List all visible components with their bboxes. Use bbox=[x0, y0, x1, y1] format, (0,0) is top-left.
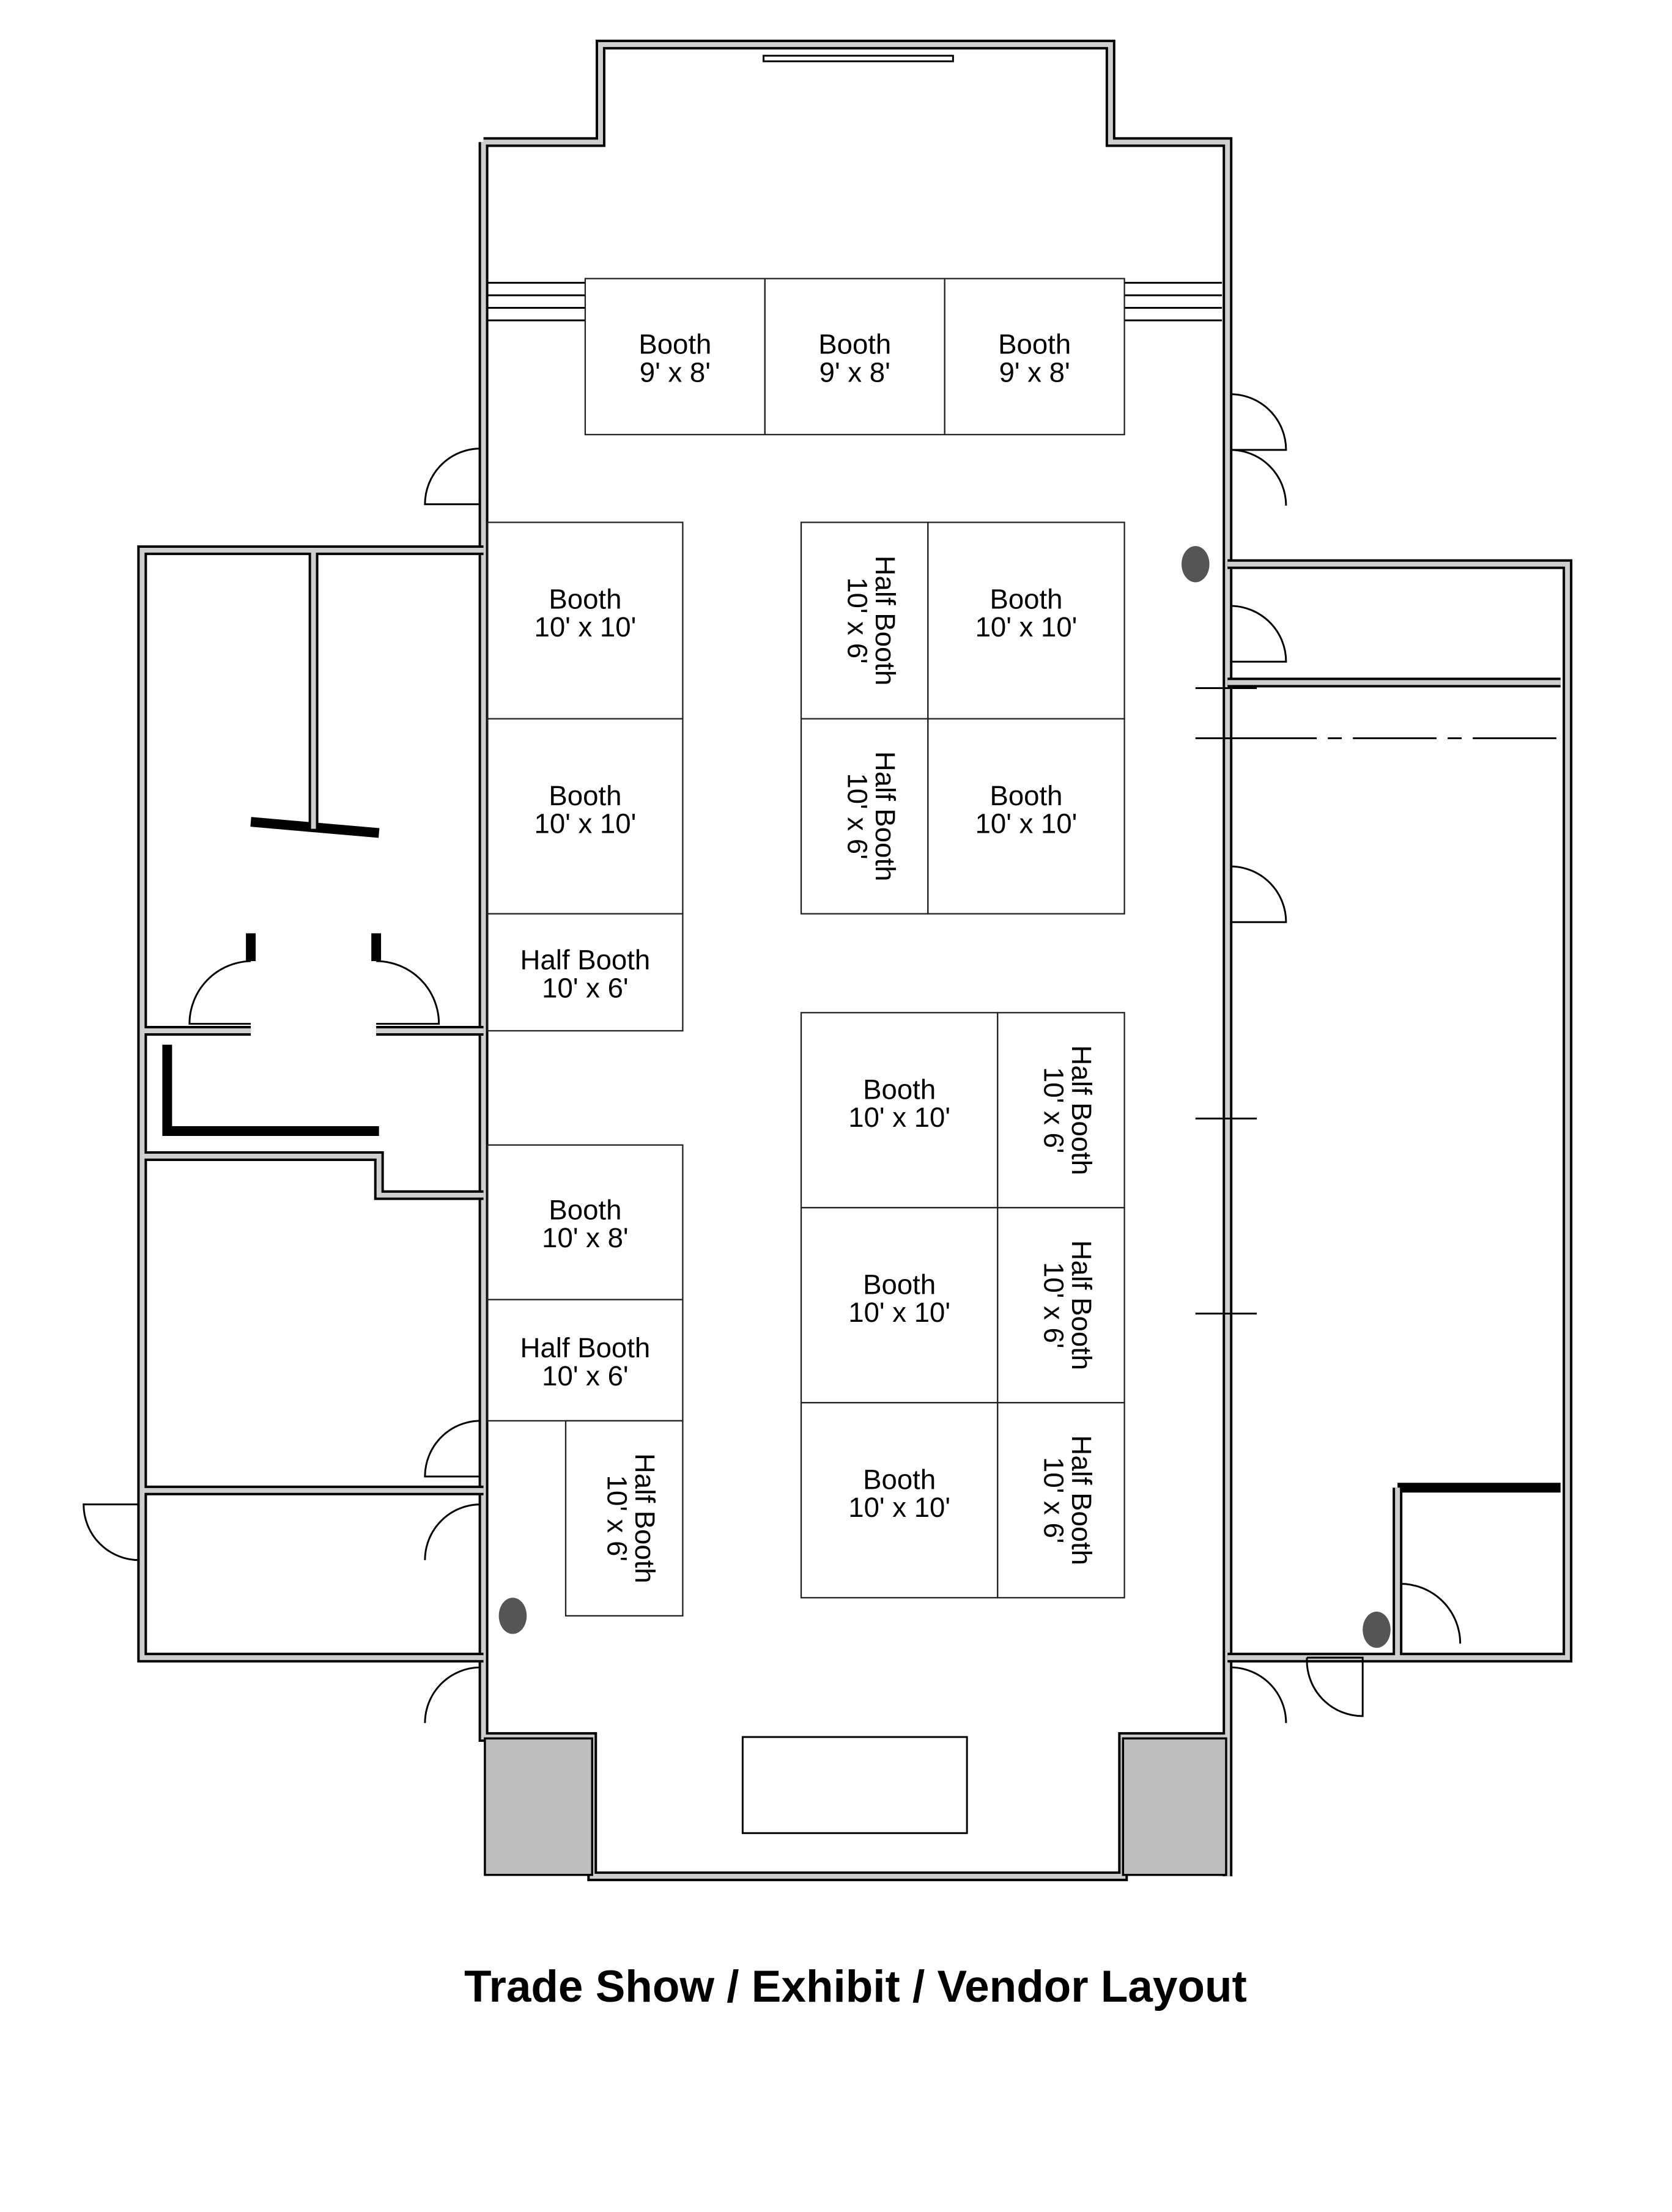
booth-size: 10' x 6' bbox=[1038, 1457, 1070, 1543]
booth-outline bbox=[997, 1402, 1125, 1599]
booth-label: Booth bbox=[549, 584, 621, 615]
booth-outline bbox=[944, 278, 1125, 435]
booth-size: 10' x 10' bbox=[534, 611, 636, 643]
booth-size: 10' x 6' bbox=[842, 773, 873, 859]
booth-label: Half Booth bbox=[870, 751, 901, 882]
plan-title: Trade Show / Exhibit / Vendor Layout bbox=[464, 1962, 1247, 2011]
booth-outline bbox=[564, 1420, 684, 1617]
stair-block-left bbox=[484, 1737, 594, 1876]
booth-size: 9' x 8' bbox=[819, 356, 890, 388]
booth-label: Booth bbox=[863, 1074, 936, 1105]
booth-label: Half Booth bbox=[629, 1453, 660, 1583]
booth-outline bbox=[800, 1012, 999, 1209]
booth-size: 10' x 10' bbox=[534, 808, 636, 839]
booth-label: Booth bbox=[863, 1269, 936, 1300]
booth-outline bbox=[800, 1402, 999, 1599]
booth-size: 10' x 6' bbox=[542, 972, 628, 1003]
booth-outline bbox=[487, 1144, 684, 1300]
booth-label: Booth bbox=[638, 329, 711, 360]
booth-label: Booth bbox=[818, 329, 891, 360]
booth-size: 10' x 6' bbox=[601, 1475, 632, 1561]
booth-size: 10' x 8' bbox=[542, 1222, 628, 1253]
walls bbox=[137, 39, 1573, 1881]
booth-label: Half Booth bbox=[870, 556, 901, 686]
booth-label: Half Booth bbox=[1066, 1240, 1097, 1370]
booth-outline bbox=[487, 718, 684, 915]
booth-outline bbox=[927, 522, 1125, 720]
booth-outline bbox=[584, 278, 766, 435]
booth-label: Booth bbox=[549, 1195, 621, 1226]
booth-label: Booth bbox=[863, 1464, 936, 1495]
booth-outline bbox=[487, 913, 684, 1032]
booth-size: 10' x 10' bbox=[975, 611, 1078, 643]
window-top bbox=[763, 54, 954, 62]
fire-extinguisher-icon bbox=[1363, 1612, 1391, 1648]
booth-size: 10' x 6' bbox=[1038, 1262, 1070, 1348]
booth-outline bbox=[997, 1207, 1125, 1404]
booth-size: 9' x 8' bbox=[640, 356, 711, 388]
booth-outline bbox=[487, 1299, 684, 1422]
booth-outline bbox=[487, 522, 684, 720]
stair-block-right bbox=[1122, 1737, 1227, 1876]
booth-outline bbox=[800, 718, 929, 915]
booth-size: 10' x 6' bbox=[542, 1360, 628, 1392]
booth-outline bbox=[764, 278, 945, 435]
booth-label: Half Booth bbox=[520, 945, 651, 976]
stage-table bbox=[741, 1736, 968, 1834]
booth-label: Booth bbox=[990, 780, 1062, 811]
booth-size: 10' x 10' bbox=[848, 1492, 950, 1523]
booth-label: Booth bbox=[990, 584, 1062, 615]
booth-label: Half Booth bbox=[1066, 1435, 1097, 1565]
booth-size: 10' x 10' bbox=[975, 808, 1078, 839]
booth-outline bbox=[800, 1207, 999, 1404]
booth-size: 10' x 10' bbox=[848, 1102, 950, 1133]
fire-extinguisher-icon bbox=[1182, 546, 1210, 583]
booth-label: Booth bbox=[549, 780, 621, 811]
booth-size: 9' x 8' bbox=[999, 356, 1070, 388]
booth-label: Booth bbox=[998, 329, 1071, 360]
booth-label: Half Booth bbox=[520, 1332, 651, 1363]
doors bbox=[83, 393, 1462, 1724]
booth-label: Half Booth bbox=[1066, 1045, 1097, 1175]
booth-size: 10' x 10' bbox=[848, 1297, 950, 1328]
booth-size: 10' x 6' bbox=[1038, 1067, 1070, 1153]
booth-outline bbox=[927, 718, 1125, 915]
booth-outline bbox=[997, 1012, 1125, 1209]
fire-extinguisher-icon bbox=[498, 1598, 527, 1634]
booth-size: 10' x 6' bbox=[842, 577, 873, 663]
